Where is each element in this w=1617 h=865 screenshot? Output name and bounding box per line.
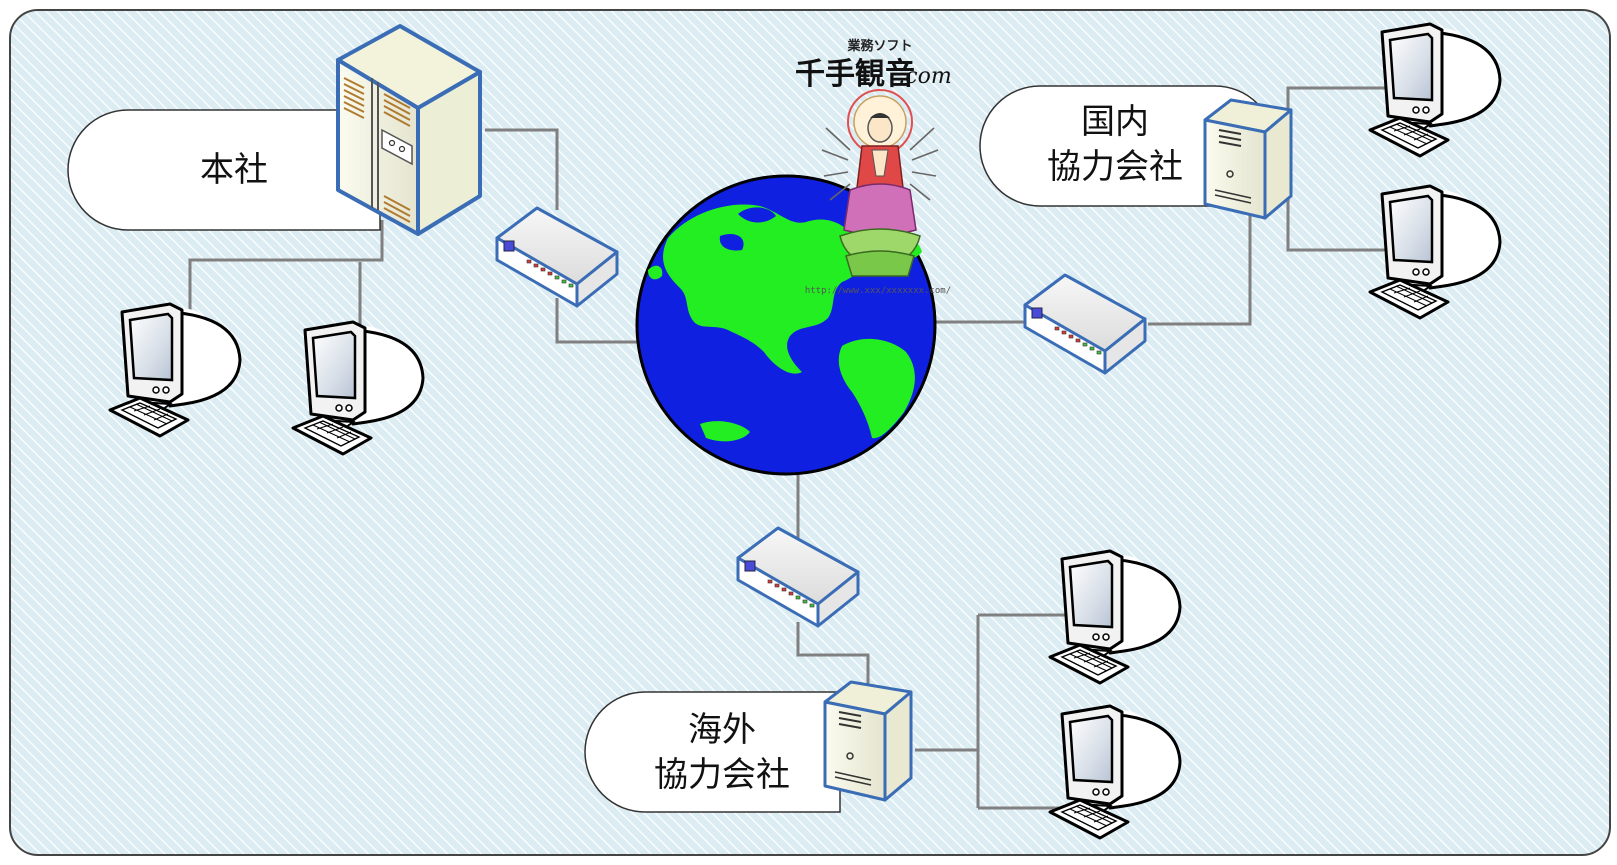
network-cables (188, 86, 1410, 810)
label-headquarters: 本社 (67, 109, 381, 231)
logo-url: http://www.xxx/xxxxxxx.com/ (805, 286, 951, 296)
tower-server-icon (1203, 98, 1293, 220)
tower-server-icon (823, 680, 913, 802)
mainframe-server-icon (336, 24, 482, 236)
logo-tagline: 業務ソフト (846, 38, 912, 54)
headquarters-label: 本社 (200, 150, 268, 190)
logo-suffix: .com (898, 64, 951, 89)
label-overseas-partner: 海外 協力会社 (584, 691, 841, 813)
logo-name: 千手観音 (795, 57, 915, 92)
overseas-partner-label-line1: 海外 (688, 710, 756, 750)
domestic-partner-label-line2: 協力会社 (1047, 147, 1183, 187)
overseas-partner-label-line2: 協力会社 (654, 755, 790, 795)
label-domestic-partner: 国内 協力会社 (979, 85, 1276, 207)
domestic-partner-label-line1: 国内 (1081, 102, 1149, 142)
logo: 業務ソフト 千手観音 .com http://www.xxx/xxxxxxx.c… (795, 38, 952, 296)
kannon-figure-icon (821, 89, 939, 277)
